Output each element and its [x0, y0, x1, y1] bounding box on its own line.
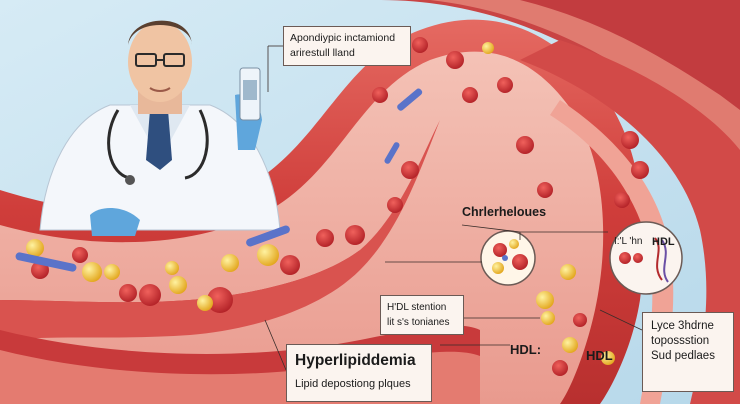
right-line2: topossstion — [651, 335, 710, 347]
page-subtitle: Lipid depostiong plques — [295, 378, 411, 390]
right-line1: Lyce 3hdrne — [651, 320, 714, 332]
title-box: Hyperlipiddemia Lipid depostiong plques — [286, 344, 432, 402]
inset-ldl-label: I:'L 'hn — [614, 236, 643, 247]
annotation-top-line1: Apondiypic inctamiond — [290, 32, 396, 44]
plaque-deposits — [26, 42, 615, 365]
hdl-center-label: HDL: — [510, 342, 542, 357]
page-title: Hyperlipiddemia — [295, 352, 416, 369]
annotation-top-line2: arirestull lland — [290, 47, 355, 59]
stethoscope-icon — [107, 109, 209, 180]
right-annotation: Lyce 3hdrne topossstion Sud pedlaes — [642, 312, 734, 392]
stent-line2: lit s's tonianes — [387, 317, 450, 328]
right-line3: Sud pedlaes — [651, 350, 715, 362]
stent-annotation: H'DL stention lit s's tonianes — [380, 295, 464, 335]
annotation-top: Apondiypic inctamiond arirestull lland — [283, 26, 411, 66]
blood-cells — [31, 37, 649, 376]
stent-line1: H'DL stention — [387, 302, 447, 313]
ldl-particles — [15, 88, 423, 272]
hdl-right-label: HDL — [586, 348, 613, 363]
doctor-illustration — [39, 20, 281, 236]
cholesterol-label: Chrlerheloues — [462, 205, 547, 219]
inset-hdl-label: HDL — [652, 236, 675, 248]
